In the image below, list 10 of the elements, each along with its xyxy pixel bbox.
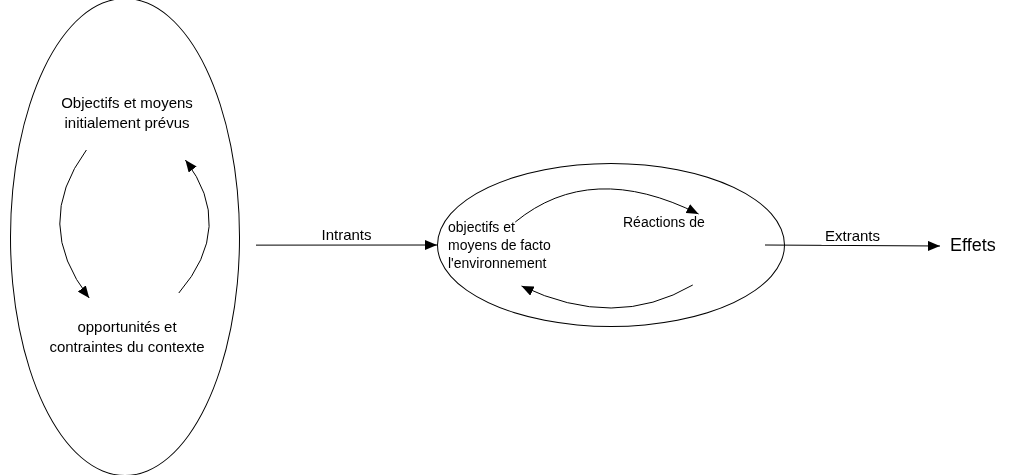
node-text: opportunités et contraintes du contexte <box>48 317 206 357</box>
arrow <box>521 284 694 309</box>
node-text: Effets <box>950 234 997 256</box>
arrow <box>178 159 210 294</box>
node-text: Réactions de <box>623 213 706 231</box>
arrow <box>255 240 438 250</box>
arrow <box>514 188 700 223</box>
node-text: objectifs et moyens de facto l'environnement <box>448 218 552 272</box>
arrow <box>59 149 90 299</box>
node-text: Objectifs et moyens initialement prévus <box>60 93 194 133</box>
